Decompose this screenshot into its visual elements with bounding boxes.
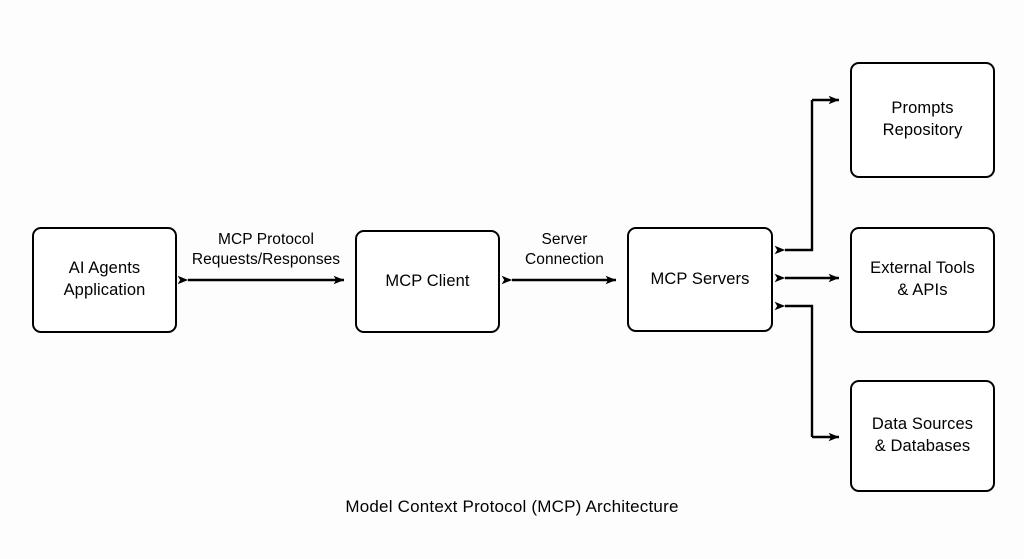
connector-servers-to-datasources (774, 301, 840, 442)
edge-label-mcp-protocol: MCP Protocol Requests/Responses (191, 231, 341, 268)
node-prompts-repository[interactable]: Prompts Repository (850, 62, 995, 178)
node-mcp-client[interactable]: MCP Client (355, 230, 500, 333)
edge-label-server-connection: Server Connection (525, 231, 604, 268)
node-data-sources-and-databases[interactable]: Data Sources & Databases (850, 380, 995, 492)
node-mcp-servers[interactable]: MCP Servers (627, 227, 773, 332)
connector-servers-to-prompts (774, 95, 840, 255)
node-ai-agents-application[interactable]: AI Agents Application (32, 227, 177, 333)
node-external-tools-and-apis[interactable]: External Tools & APIs (850, 227, 995, 333)
diagram-title: Model Context Protocol (MCP) Architectur… (345, 497, 679, 516)
